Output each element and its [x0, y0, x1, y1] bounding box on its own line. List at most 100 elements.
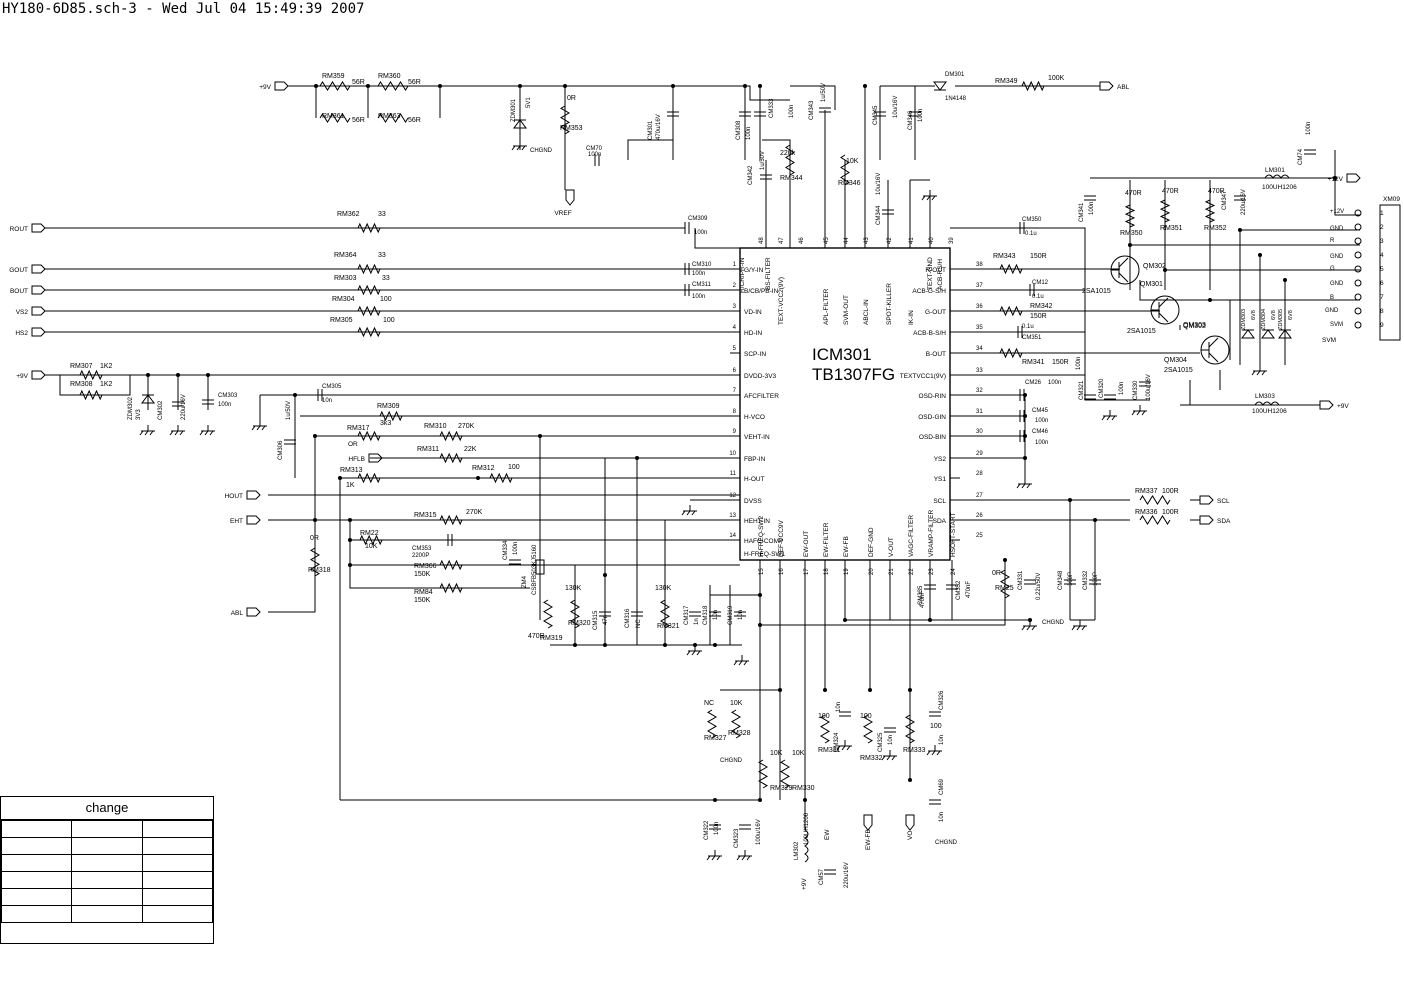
capacitor-ref: CM324	[834, 732, 840, 752]
net-label-9v: +9V	[801, 878, 808, 890]
ic-pin-name: DEF-VCC9V	[778, 519, 785, 557]
zener-value: 5V1	[526, 97, 532, 108]
capacitor-ref: CM308	[736, 120, 742, 140]
resistor-ref: RM341	[1022, 359, 1045, 366]
net-label-chgnd: CHGND	[720, 758, 743, 764]
capacitor-value: 0.1u	[1032, 294, 1044, 300]
resistor-value: 100R	[1162, 488, 1179, 495]
capacitor-ref: CM323	[734, 828, 740, 848]
resistor-value: 100	[860, 713, 872, 720]
resistor-ref: RM346	[838, 180, 861, 187]
ic-pin-name: VEHT-IN	[744, 434, 770, 441]
capacitor-value: 1n	[694, 618, 700, 625]
transistor-ref: QM301	[1140, 281, 1163, 288]
resistor-value: 0R	[567, 95, 576, 102]
net-label-abl: ABL	[231, 610, 244, 617]
ic-pin-name: ACB-G-S/H	[912, 288, 946, 295]
capacitor-ref: CM351	[1022, 335, 1042, 341]
capacitor-value: 100n	[746, 127, 752, 140]
ic-pin-number: 13	[729, 513, 736, 519]
net-label-chgnd: CHGND	[1042, 620, 1065, 626]
connector-pin-label: R	[1330, 238, 1335, 244]
capacitor-value: 2200P	[412, 553, 429, 559]
ic-pin-name: OSD-GIN	[918, 414, 946, 421]
inductor-value: 100UH1206	[1262, 184, 1297, 191]
capacitor-value: 100P	[1068, 572, 1074, 586]
ic-pin-number: 30	[976, 429, 983, 435]
net-label-9v: +9V	[259, 84, 271, 91]
zener-value: 3V3	[136, 409, 142, 420]
change-table-cell	[141, 854, 214, 872]
ic-pin-name: TEXT-VCC2(9V)	[778, 277, 785, 325]
resistor-value: 0R	[992, 570, 1001, 577]
capacitor-ref: CM330	[1133, 380, 1139, 400]
zener-value: 6V8	[1271, 310, 1277, 320]
net-label-hout: HOUT	[225, 493, 243, 500]
change-table-row	[0, 871, 214, 889]
ic-pin-name: R/CR/PR-IN	[739, 257, 746, 293]
capacitor-ref: CM57	[819, 868, 825, 885]
resistor-value: 150R	[1030, 313, 1047, 320]
net-label-rout: ROUT	[10, 226, 28, 233]
capacitor-value: 0.1u	[1022, 324, 1034, 330]
change-table-cell	[0, 871, 73, 889]
inductor-value: 100UH1206	[1252, 408, 1287, 415]
capacitor-ref: CM319	[728, 605, 734, 625]
ic-pin-number: 26	[976, 513, 983, 519]
capacitor-ref: CM350	[1022, 217, 1042, 223]
inductor-ref: LM302	[794, 841, 800, 860]
zener-ref: ZDM301	[511, 98, 517, 122]
capacitor-value: 1u/50V	[821, 83, 827, 102]
resistor-ref: RM343	[993, 253, 1016, 260]
connector-pin-label: +12V	[1330, 209, 1344, 215]
change-table-row	[0, 854, 214, 872]
change-table-title: change	[1, 797, 213, 820]
resistor-value: 56R	[352, 79, 365, 86]
connector-pin-label: GND	[1330, 254, 1344, 260]
connector-pin-number: 1	[1380, 210, 1384, 217]
capacitor-ref: CM335	[918, 585, 924, 605]
ic-pin-name: DVSS	[744, 498, 762, 505]
ic-pin-number: 8	[733, 409, 737, 415]
ic-pin-number: 19	[844, 568, 850, 575]
resistor-value: 150R	[1030, 253, 1047, 260]
resistor-ref: RM350	[1120, 230, 1143, 237]
ic-pin-number: 37	[976, 283, 983, 289]
capacitor-value: 220u/16V	[844, 862, 850, 888]
ic-pin-name: B/CB/PB-IN	[744, 288, 779, 295]
capacitor-ref: CM311	[692, 282, 712, 288]
capacitor-value: 100n	[513, 542, 519, 555]
ic-pin-number: 27	[976, 493, 983, 499]
capacitor-ref: CM333	[769, 98, 775, 118]
resistor-ref: RM353	[560, 125, 583, 132]
resistor-ref: RM310	[424, 423, 447, 430]
resistor-value: 22K	[464, 446, 477, 453]
annotation-layer: ICM301TB1307FG1G/Y-IN2B/CB/PB-IN3VD-IN4H…	[9, 72, 1400, 890]
resistor-ref: RM313	[340, 467, 363, 474]
capacitor-ref: CM331	[1018, 570, 1024, 590]
change-table-cell	[71, 905, 143, 923]
ic-pin-number: 7	[733, 388, 737, 394]
capacitor-value: 0.22u/50V	[1036, 573, 1042, 600]
change-table-cell	[71, 854, 143, 872]
ic-pin-number: 3	[733, 304, 737, 310]
ic-pin-name: BS-FILTER	[765, 257, 772, 290]
resistor-ref: RM329	[770, 785, 793, 792]
ic-pin-name: ACB-B-S/H	[913, 330, 946, 337]
capacitor-ref: CM305	[322, 384, 342, 390]
capacitor-value: 10u/16V	[876, 173, 882, 195]
capacitor-value: 10n	[888, 735, 894, 745]
ic-pin-name: OSD-RIN	[919, 393, 947, 400]
resistor-ref: RM308	[70, 381, 93, 388]
capacitor-ref: CM352	[956, 580, 962, 600]
ic-pin-number: 40	[929, 237, 935, 244]
transistor-ref: QM302	[1183, 323, 1206, 330]
capacitor-ref: CM301	[648, 120, 654, 140]
capacitor-ref: CM332	[1083, 570, 1089, 590]
change-table-cell	[141, 905, 214, 923]
ic-pin-name: APL-FILTER	[823, 288, 830, 325]
zener-value: 6V8	[1251, 310, 1257, 320]
ic-pin-name: H-FREQ-SW1	[744, 551, 786, 558]
change-table-cell	[141, 820, 214, 838]
capacitor-ref: CM322	[704, 820, 710, 840]
